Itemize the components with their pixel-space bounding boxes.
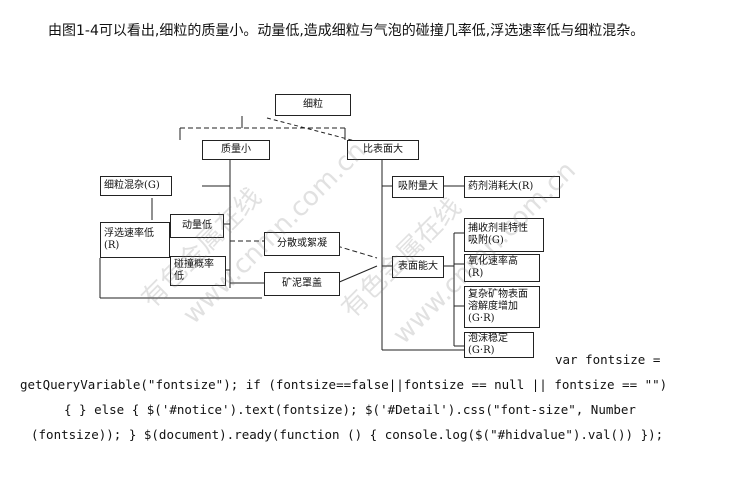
node-mass-small: 质量小	[202, 140, 270, 160]
node-reagent: 药剂消耗大(R)	[464, 176, 560, 198]
node-oxidation: 氧化速率高 (R)	[464, 254, 540, 282]
node-reagent-label: 药剂消耗大(R)	[468, 181, 534, 192]
node-nonselective-line1: 捕收剂非特性	[468, 223, 528, 234]
node-dissolution: 复杂矿物表面 溶解度增加 (G·R)	[464, 286, 540, 328]
code-line-1: var fontsize =	[555, 352, 661, 367]
node-surface-large-label: 比表面大	[363, 144, 403, 155]
node-collision-low: 碰撞概率 低	[170, 256, 226, 286]
node-surface-energy: 表面能大	[392, 256, 444, 278]
node-surface-large: 比表面大	[347, 140, 419, 160]
node-froth: 泡沫稳定 (G·R)	[464, 332, 534, 358]
node-dissolution-line1: 复杂矿物表面	[468, 289, 528, 300]
node-collision-low-line2: 低	[174, 271, 184, 282]
node-dispersion: 分散或絮凝	[264, 232, 340, 256]
intro-paragraph: 由图1-4可以看出,细粒的质量小。动量低,造成细粒与气泡的碰撞几率低,浮选速率低…	[20, 20, 712, 43]
node-momentum-low: 动量低	[170, 214, 224, 238]
code-line-4: (fontsize)); } $(document).ready(functio…	[31, 427, 664, 442]
node-adsorption-label: 吸附量大	[398, 181, 438, 192]
node-nonselective: 捕收剂非特性 吸附(G)	[464, 218, 544, 252]
node-mass-small-label: 质量小	[221, 144, 251, 155]
node-dispersion-label: 分散或絮凝	[277, 238, 327, 249]
node-root: 细粒	[275, 94, 351, 116]
node-rate-low-line2: (R)	[104, 240, 120, 251]
node-surface-energy-label: 表面能大	[398, 261, 438, 272]
intro-text: 由图1-4可以看出,细粒的质量小。动量低,造成细粒与气泡的碰撞几率低,浮选速率低…	[48, 23, 645, 39]
node-root-label: 细粒	[303, 99, 323, 110]
code-line-2: getQueryVariable("fontsize"); if (fontsi…	[20, 377, 668, 392]
node-oxidation-line2: (R)	[468, 268, 484, 279]
node-collision-low-line1: 碰撞概率	[174, 259, 214, 270]
node-rate-low-line1: 浮选速率低	[104, 228, 154, 239]
code-line-3: { } else { $('#notice').text(fontsize); …	[64, 402, 636, 417]
node-rate-low: 浮选速率低 (R)	[100, 222, 170, 258]
node-oxidation-line1: 氧化速率高	[468, 256, 518, 267]
node-dissolution-line3: (G·R)	[468, 313, 495, 324]
node-froth-line2: (G·R)	[468, 345, 495, 356]
node-froth-line1: 泡沫稳定	[468, 333, 508, 344]
node-dissolution-line2: 溶解度增加	[468, 301, 518, 312]
fine-particle-diagram: 细粒 质量小 比表面大 细粒混杂(G) 浮选速率低 (R) 动量低 碰撞概率 低…	[92, 88, 582, 358]
leaked-script-text: var fontsize = getQueryVariable("fontsiz…	[0, 347, 730, 447]
node-slime-cover-label: 矿泥罩盖	[282, 278, 322, 289]
node-momentum-low-label: 动量低	[182, 220, 212, 231]
node-slime-cover: 矿泥罩盖	[264, 272, 340, 296]
node-nonselective-line2: 吸附(G)	[468, 235, 504, 246]
node-mixed: 细粒混杂(G)	[100, 176, 172, 196]
node-adsorption: 吸附量大	[392, 176, 444, 198]
node-mixed-label: 细粒混杂(G)	[104, 180, 160, 191]
